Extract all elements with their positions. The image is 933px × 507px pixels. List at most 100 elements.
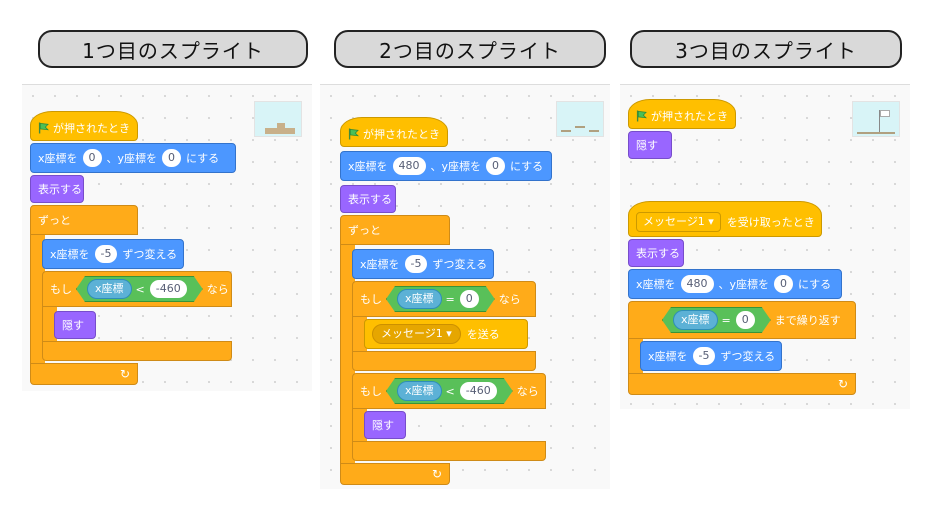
label: 表示する bbox=[348, 193, 392, 206]
label: ずつ変える bbox=[432, 258, 488, 271]
if-block[interactable]: もし x座標 < -460 なら bbox=[42, 271, 232, 307]
if-block-1[interactable]: もし x座標 = 0 なら bbox=[352, 281, 536, 317]
show-block[interactable]: 表示する bbox=[628, 239, 684, 267]
x-position-reporter[interactable]: x座標 bbox=[673, 310, 718, 330]
y-input[interactable]: 0 bbox=[162, 149, 182, 167]
x-input[interactable]: 0 bbox=[82, 149, 102, 167]
label: を受け取ったとき bbox=[726, 216, 815, 229]
label: 、y座標を bbox=[106, 152, 158, 165]
label: ずつ変える bbox=[720, 350, 776, 363]
label: 隠す bbox=[62, 319, 84, 332]
message-dropdown[interactable]: メッセージ1 ▾ bbox=[636, 212, 721, 232]
sprite2-title: 2つ目のスプライト bbox=[334, 30, 606, 68]
lt-operator[interactable]: x座標 < -460 bbox=[386, 378, 513, 404]
change-x-block[interactable]: x座標を -5 ずつ変える bbox=[640, 341, 782, 371]
label: 隠す bbox=[636, 139, 658, 152]
show-block[interactable]: 表示する bbox=[30, 175, 84, 203]
when-flag-clicked-block[interactable]: が押されたとき bbox=[30, 111, 138, 141]
change-x-block[interactable]: x座標を -5 ずつ変える bbox=[42, 239, 184, 269]
when-flag-clicked-block[interactable]: が押されたとき bbox=[340, 117, 448, 147]
label: ずつ変える bbox=[122, 248, 178, 261]
sprite3-thumbnail[interactable] bbox=[852, 101, 900, 137]
label: なら bbox=[206, 283, 229, 296]
label: が押されたとき bbox=[363, 128, 440, 141]
label: < bbox=[445, 384, 455, 398]
label: を送る bbox=[466, 328, 500, 341]
lt-operator[interactable]: x座標 < -460 bbox=[76, 276, 203, 302]
label: < bbox=[135, 282, 145, 296]
x-input[interactable]: 480 bbox=[392, 157, 426, 175]
change-input[interactable]: -5 bbox=[94, 245, 118, 263]
loop-arrow-icon: ↻ bbox=[119, 367, 130, 381]
forever-block[interactable]: ずっと bbox=[30, 205, 138, 235]
forever-block[interactable]: ずっと bbox=[340, 215, 450, 245]
forever-end: ↻ bbox=[340, 463, 450, 485]
x-position-reporter[interactable]: x座標 bbox=[397, 381, 442, 401]
flag-label: が押されたとき bbox=[53, 122, 130, 135]
sprite3-title: 3つ目のスプライト bbox=[630, 30, 902, 68]
label: ずっと bbox=[38, 214, 71, 227]
label: 、y座標を bbox=[718, 278, 770, 291]
y-input[interactable]: 0 bbox=[774, 275, 794, 293]
forever-arm bbox=[30, 235, 45, 365]
repeat-arm bbox=[628, 339, 643, 375]
goto-xy-block[interactable]: x座標を 480 、y座標を 0 にする bbox=[628, 269, 842, 299]
show-block[interactable]: 表示する bbox=[340, 185, 396, 213]
label: ずっと bbox=[348, 224, 381, 237]
repeat-end: ↻ bbox=[628, 373, 856, 395]
broadcast-block[interactable]: メッセージ1 ▾ を送る bbox=[364, 319, 528, 349]
forever-end: ↻ bbox=[30, 363, 138, 385]
change-input[interactable]: -5 bbox=[692, 347, 716, 365]
x-input[interactable]: 480 bbox=[680, 275, 714, 293]
message-dropdown[interactable]: メッセージ1 ▾ bbox=[372, 324, 461, 344]
label: 、y座標を bbox=[430, 160, 482, 173]
label: x座標を bbox=[648, 350, 688, 363]
label: もし bbox=[360, 385, 382, 398]
label: 隠す bbox=[372, 419, 394, 432]
hide-block[interactable]: 隠す bbox=[364, 411, 406, 439]
when-flag-clicked-block[interactable]: が押されたとき bbox=[628, 99, 736, 129]
compare-input[interactable]: 0 bbox=[736, 311, 755, 329]
goto-xy-block[interactable]: x座標を 480 、y座標を 0 にする bbox=[340, 151, 552, 181]
label: x座標を bbox=[38, 152, 78, 165]
if-arm-1 bbox=[352, 317, 367, 351]
goto-xy-block[interactable]: x座標を 0 、y座標を 0 にする bbox=[30, 143, 236, 173]
label: x座標を bbox=[360, 258, 400, 271]
compare-input[interactable]: -460 bbox=[460, 382, 497, 400]
label: が押されたとき bbox=[651, 110, 728, 123]
sprite2-script-area[interactable]: が押されたとき x座標を 480 、y座標を 0 にする 表示する ずっと x座… bbox=[320, 84, 610, 489]
label: x座標を bbox=[348, 160, 388, 173]
hide-block[interactable]: 隠す bbox=[54, 311, 96, 339]
change-x-block[interactable]: x座標を -5 ずつ変える bbox=[352, 249, 494, 279]
sprite1-script-area[interactable]: が押されたとき x座標を 0 、y座標を 0 にする 表示する ずっと x座標を… bbox=[22, 84, 312, 391]
compare-input[interactable]: 0 bbox=[460, 290, 479, 308]
repeat-until-block[interactable]: x座標 = 0 まで繰り返す bbox=[628, 301, 856, 339]
hide-block[interactable]: 隠す bbox=[628, 131, 672, 159]
x-position-reporter[interactable]: x座標 bbox=[397, 289, 442, 309]
sprite2-thumbnail[interactable] bbox=[556, 101, 604, 137]
if-arm-2 bbox=[352, 409, 367, 443]
x-position-reporter[interactable]: x座標 bbox=[87, 279, 132, 299]
y-input[interactable]: 0 bbox=[486, 157, 506, 175]
loop-arrow-icon: ↻ bbox=[837, 377, 848, 391]
if-end-1 bbox=[352, 351, 536, 371]
sprite1-thumbnail[interactable] bbox=[254, 101, 302, 137]
label: まで繰り返す bbox=[774, 314, 841, 327]
if-end-2 bbox=[352, 441, 546, 461]
if-end bbox=[42, 341, 232, 361]
green-flag-icon bbox=[348, 128, 359, 140]
eq-operator[interactable]: x座標 = 0 bbox=[386, 286, 495, 312]
compare-input[interactable]: -460 bbox=[150, 280, 187, 298]
label: にする bbox=[510, 160, 544, 173]
sprite3-script-area[interactable]: が押されたとき 隠す メッセージ1 ▾ を受け取ったとき 表示する x座標を 4… bbox=[620, 84, 910, 409]
change-input[interactable]: -5 bbox=[404, 255, 428, 273]
eq-operator[interactable]: x座標 = 0 bbox=[662, 307, 771, 333]
label: 表示する bbox=[38, 183, 82, 196]
sprite1-title: 1つ目のスプライト bbox=[38, 30, 308, 68]
label: にする bbox=[798, 278, 832, 291]
if-block-2[interactable]: もし x座標 < -460 なら bbox=[352, 373, 546, 409]
label: メッセージ1 bbox=[381, 327, 443, 340]
label: なら bbox=[498, 293, 521, 306]
when-receive-block[interactable]: メッセージ1 ▾ を受け取ったとき bbox=[628, 201, 822, 237]
label: = bbox=[721, 313, 731, 327]
